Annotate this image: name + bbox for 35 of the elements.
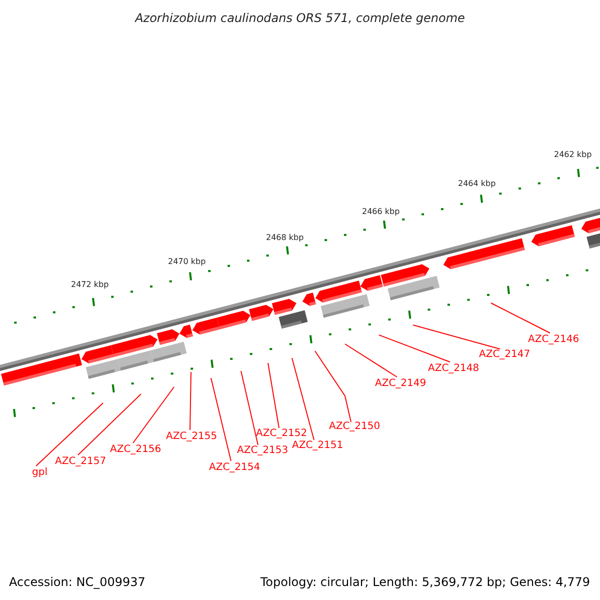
- leader-line: [132, 386, 174, 444]
- gene-label: AZC_2146: [528, 335, 580, 345]
- gene-label: AZC_2149: [375, 379, 426, 389]
- leader-line: [190, 372, 192, 430]
- leader-line: [78, 394, 142, 456]
- gene-label: AZC_2151: [292, 441, 344, 451]
- scale-label: 2470 kbp: [168, 258, 206, 266]
- genome-title: Azorhizobium caulinodans ORS 571, complete genome: [134, 12, 466, 24]
- gene-label: AZC_2155: [166, 432, 218, 442]
- leader-line: [314, 350, 352, 422]
- leader-line: [268, 362, 280, 428]
- leader-line: [36, 402, 104, 466]
- leader-line: [210, 378, 232, 462]
- leader-line: [412, 324, 500, 350]
- gene-label: AZC_2153: [237, 446, 288, 456]
- scale-label: 2464 kbp: [458, 180, 496, 188]
- scale-label: 2462 kbp: [554, 151, 592, 159]
- gene-label: AZC_2148: [428, 364, 480, 374]
- leader-line: [378, 334, 450, 362]
- leader-line: [240, 370, 258, 446]
- gene-label: AZC_2152: [256, 429, 308, 439]
- gene-label: AZC_2157: [55, 457, 106, 467]
- leader-line: [490, 302, 550, 334]
- scale-label: 2468 kbp: [266, 234, 304, 242]
- leader-line: [344, 344, 398, 378]
- leader-line: [292, 358, 314, 440]
- gene-label: AZC_2150: [329, 422, 380, 432]
- scale-label: 2466 kbp: [362, 208, 400, 216]
- gene-label: gpl: [32, 468, 48, 478]
- gene-label: AZC_2147: [479, 350, 530, 360]
- genome-summary-text: Topology: circular; Length: 5,369,772 bp; Genes: 4,779: [260, 576, 590, 588]
- gene-label: AZC_2154: [209, 463, 260, 473]
- scale-label: 2472 kbp: [71, 281, 109, 289]
- gene-label: AZC_2156: [110, 445, 162, 455]
- accession-text: Accession: NC_009937: [9, 576, 146, 588]
